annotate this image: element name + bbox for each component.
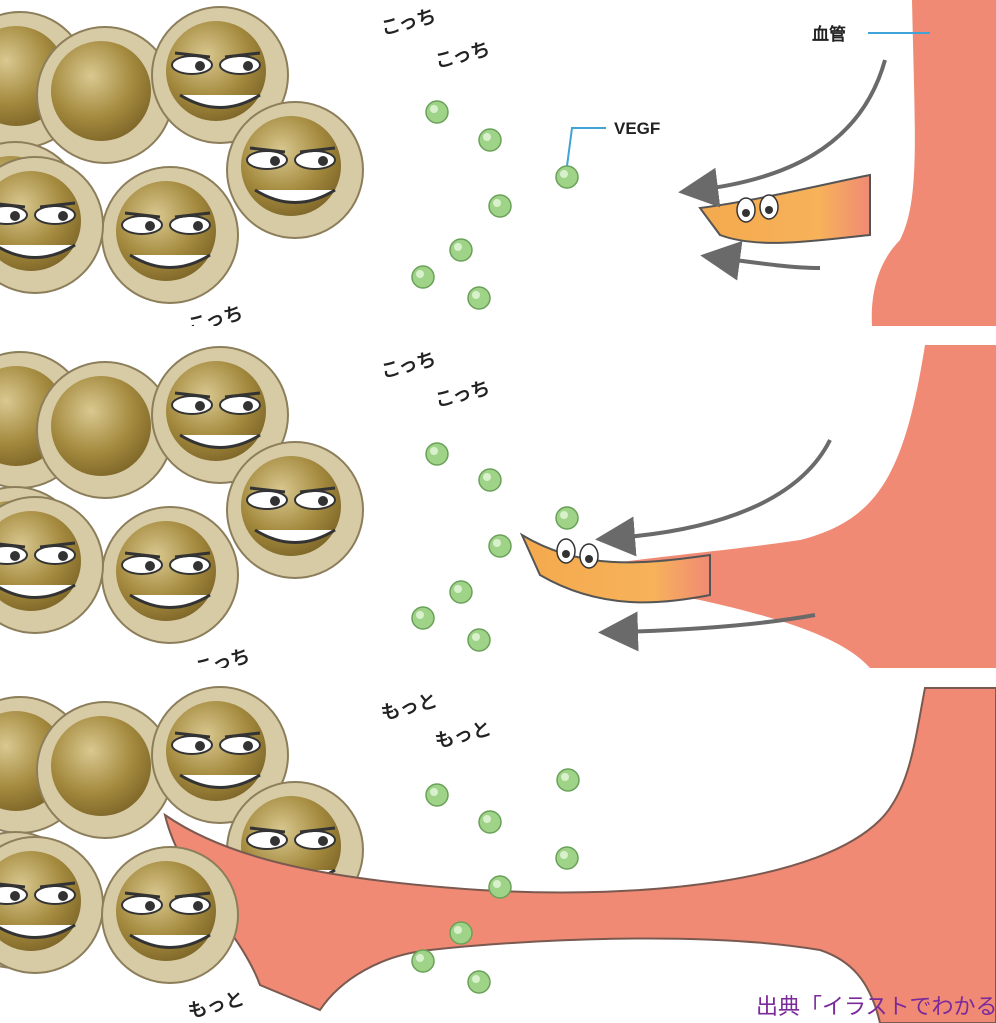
- shout-text-top-2: こっち: [433, 377, 492, 412]
- tumor-cell-cluster: [0, 347, 363, 643]
- vegf-molecule-icon: [556, 507, 578, 529]
- tumor-cell-icon: [102, 847, 238, 983]
- vegf-molecule-icon: [412, 950, 434, 972]
- tumor-cell-icon: [0, 837, 103, 973]
- shout-text-top-1: こっち: [379, 348, 438, 383]
- vegf-molecule-icon: [468, 287, 490, 309]
- vegf-molecule-icon: [450, 581, 472, 603]
- vegf-molecule-icon: [479, 469, 501, 491]
- panel-3: もっと もっと もっと: [0, 687, 996, 1023]
- tumor-cell-icon: [102, 167, 238, 303]
- vegf-molecule-icon: [450, 922, 472, 944]
- vegf-label: VEGF: [614, 119, 660, 138]
- vegf-molecule-icon: [468, 629, 490, 651]
- vegf-molecule-icon: [489, 876, 511, 898]
- vegf-molecule-icon: [426, 443, 448, 465]
- blood-vessel: [872, 0, 996, 326]
- tumor-cell-cluster: [0, 7, 363, 303]
- vegf-molecule-icon: [556, 847, 578, 869]
- vegf-molecule-icon: [557, 769, 579, 791]
- tumor-cell-icon: [102, 507, 238, 643]
- tumor-cell-icon: [0, 157, 103, 293]
- curved-arrow-icon: [615, 440, 830, 538]
- shout-text-top-2: こっち: [433, 38, 492, 73]
- vegf-molecule-icon: [412, 607, 434, 629]
- vegf-molecule-icon: [489, 535, 511, 557]
- vegf-molecule-icon: [556, 166, 578, 188]
- tumor-cell-icon: [227, 102, 363, 238]
- shout-text-top-2: もっと: [433, 718, 494, 753]
- tumor-cell-icon: [37, 27, 173, 163]
- tumor-cell-icon: [0, 497, 103, 633]
- panel-2: こっち こっち こっち: [0, 345, 996, 680]
- tumor-cell-icon: [227, 442, 363, 578]
- shout-text-bottom: もっと: [186, 988, 247, 1023]
- vegf-molecule-icon: [489, 195, 511, 217]
- panel-divider: [0, 326, 996, 344]
- curved-arrow-icon: [698, 60, 885, 190]
- shout-text-top-1: もっと: [379, 690, 440, 725]
- tumor-cell-icon: [37, 362, 173, 498]
- shout-text-top-1: こっち: [379, 5, 438, 40]
- vegf-molecule-icon: [468, 971, 490, 993]
- source-credit: 出典「イラストでわかる: [756, 995, 996, 1020]
- vegf-molecule-icon: [479, 811, 501, 833]
- panel-divider: [0, 668, 996, 686]
- vegf-molecule-icon: [426, 101, 448, 123]
- vegf-molecule-icon: [426, 784, 448, 806]
- panel-1: 血管 VEGF こっち こっち こっち: [0, 0, 996, 337]
- curved-arrow-icon: [720, 258, 820, 268]
- vegf-label-line: [567, 128, 606, 166]
- vessel-label: 血管: [812, 24, 846, 44]
- vegf-molecule-icon: [450, 239, 472, 261]
- vessel-sprout: [522, 535, 710, 602]
- vegf-molecule-icon: [479, 129, 501, 151]
- tumor-cell-icon: [37, 702, 173, 838]
- vegf-molecule-icon: [412, 266, 434, 288]
